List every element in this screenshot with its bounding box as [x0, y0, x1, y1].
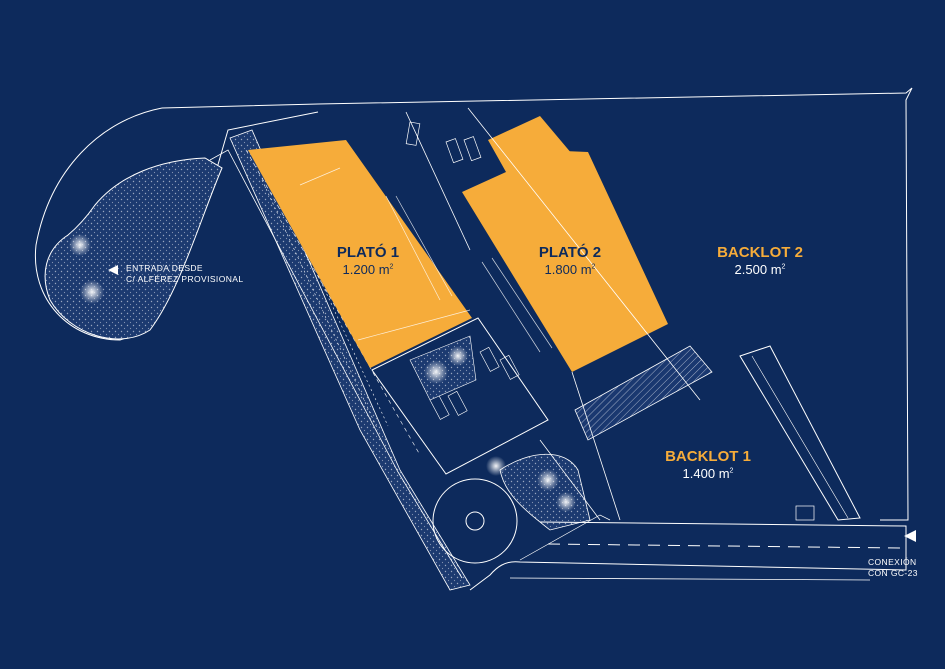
arrow-left-icon: [108, 265, 118, 275]
backlot1-name: BACKLOT 1: [665, 448, 751, 465]
roundabout-garden: [499, 453, 591, 531]
service-strip: [574, 345, 713, 441]
plato2-area: 1.800 m2: [544, 262, 596, 277]
access-road-strip: [229, 129, 471, 591]
connection-annotation: CONEXIÓN CON GC-23: [868, 557, 918, 579]
site-boundary: [161, 87, 913, 521]
backlot1-area: 1.400 m2: [682, 466, 734, 481]
main-road: [469, 521, 907, 591]
backlot1-label: BACKLOT 1 1.400 m2: [652, 448, 764, 482]
plato1-area: 1.200 m2: [342, 262, 394, 277]
backlot2-label: BACKLOT 2 2.500 m2: [704, 244, 816, 278]
plato2-name: PLATÓ 2: [538, 244, 602, 261]
plato2-label: PLATÓ 2 1.800 m2: [528, 244, 612, 278]
east-structure: [739, 345, 861, 521]
plato1-label: PLATÓ 1 1.200 m2: [326, 244, 410, 278]
plato2-building: [462, 150, 668, 372]
plato2-annex: [488, 116, 572, 172]
palm-tree-icon: [69, 234, 576, 512]
arrow-left-icon: [904, 530, 916, 542]
central-parking: [371, 317, 549, 475]
plato1-building: [248, 140, 472, 368]
backlot2-name: BACKLOT 2: [717, 244, 803, 261]
backlot2-area: 2.500 m2: [734, 262, 786, 277]
plato1-name: PLATÓ 1: [336, 244, 400, 261]
roundabout: [432, 478, 518, 564]
entrance-annotation: ENTRADA DESDE C/ ALFÉREZ PROVISIONAL: [126, 263, 244, 285]
